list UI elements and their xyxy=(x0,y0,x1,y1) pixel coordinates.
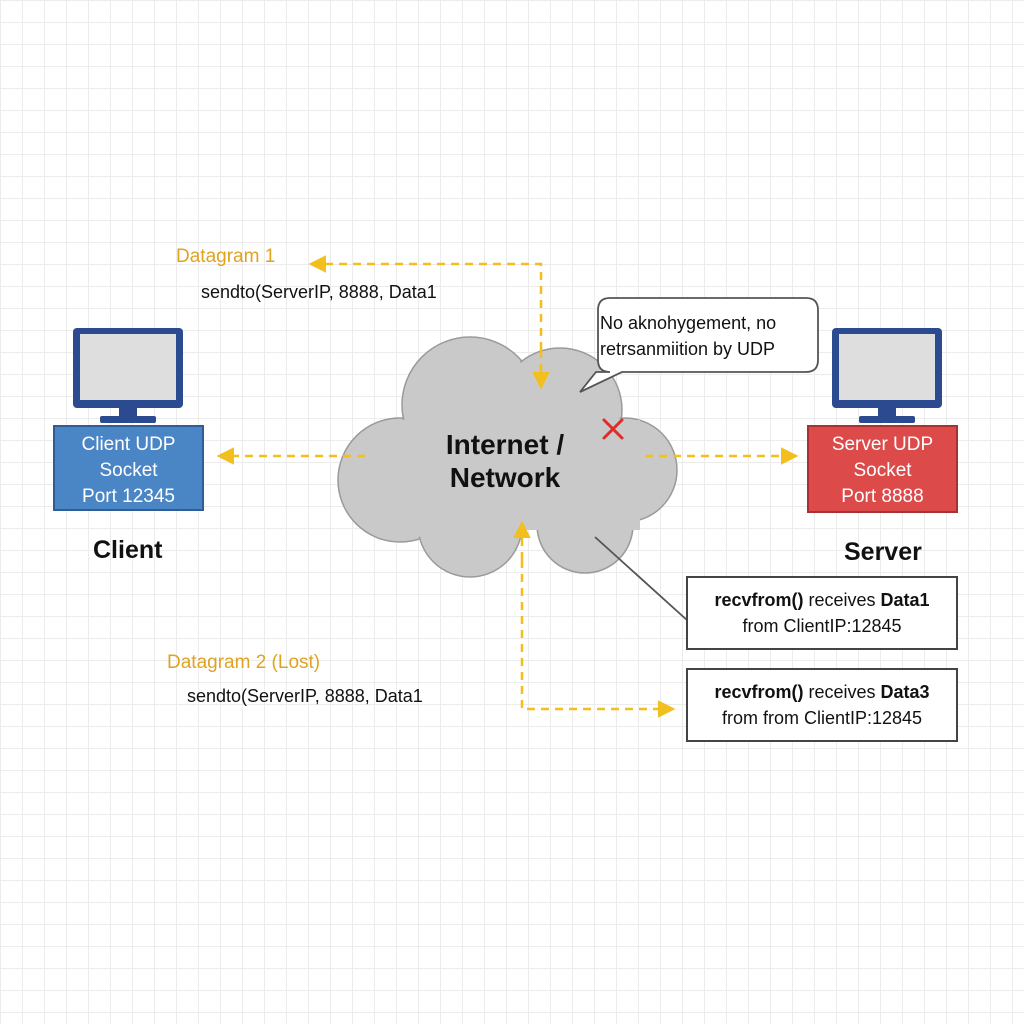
client-monitor-screen xyxy=(80,334,176,400)
network-label-line-2: Network xyxy=(449,462,561,493)
recv1-verb: receives xyxy=(803,590,881,610)
client-label: Client xyxy=(93,536,163,564)
client-socket-line-3: Port 12345 xyxy=(82,486,175,507)
client-socket-line-2: Socket xyxy=(99,460,158,481)
server-label: Server xyxy=(844,538,922,566)
server-socket-box: Server UDP Socket Port 8888 xyxy=(807,425,958,513)
datagram1-arrow-to-label xyxy=(308,255,543,350)
client-monitor-neck xyxy=(119,408,137,418)
server-socket-line-2: Socket xyxy=(853,460,912,481)
network-label-line-1: Internet / xyxy=(445,429,565,460)
recv-box-2: recvfrom() receives Data3 from from Clie… xyxy=(686,668,958,742)
recv2-data: Data3 xyxy=(880,682,930,702)
server-monitor-icon xyxy=(832,328,942,424)
datagram2-sendto: sendto(ServerIP, 8888, Data1 xyxy=(187,686,423,706)
datagram1-label: Datagram 1 xyxy=(176,246,276,267)
client-socket-box: Client UDP Socket Port 12345 xyxy=(53,425,204,511)
callout-text: No aknohygement, no retrsanmiition by UD… xyxy=(600,310,815,362)
datagram2-label: Datagram 2 (Lost) xyxy=(167,652,321,673)
client-monitor-icon xyxy=(73,328,183,424)
datagram2-arrow-to-recv xyxy=(520,560,676,718)
recv1-data: Data1 xyxy=(880,590,930,610)
recv-box-1: recvfrom() receives Data1 from ClientIP:… xyxy=(686,576,958,650)
callout-bubble xyxy=(579,297,819,393)
recv2-line-1: recvfrom() receives Data3 xyxy=(688,679,956,705)
server-monitor-screen xyxy=(839,334,935,400)
client-monitor-base xyxy=(100,416,156,423)
callout-line-2: retrsanmiition by UDP xyxy=(600,339,776,359)
client-socket-line-1: Client UDP xyxy=(81,434,176,455)
cloud-to-recv1-connector xyxy=(594,536,689,622)
datagram1-sendto: sendto(ServerIP, 8888, Data1 xyxy=(201,282,437,302)
server-monitor-neck xyxy=(878,408,896,418)
recv2-fn: recvfrom() xyxy=(714,682,804,702)
callout-line-1: No aknohygement, no xyxy=(600,313,777,333)
recv1-source: from ClientIP:12845 xyxy=(742,616,902,636)
recv1-line-1: recvfrom() receives Data1 xyxy=(688,587,956,613)
cross-mark-icon xyxy=(602,418,624,440)
recv2-source: from from ClientIP:12845 xyxy=(721,708,923,728)
network-label: Internet / Network xyxy=(420,428,590,494)
recv1-fn: recvfrom() xyxy=(714,590,804,610)
server-monitor-base xyxy=(859,416,915,423)
server-socket-line-1: Server UDP xyxy=(831,434,934,455)
server-socket-line-3: Port 8888 xyxy=(841,486,924,507)
recv2-verb: receives xyxy=(803,682,881,702)
